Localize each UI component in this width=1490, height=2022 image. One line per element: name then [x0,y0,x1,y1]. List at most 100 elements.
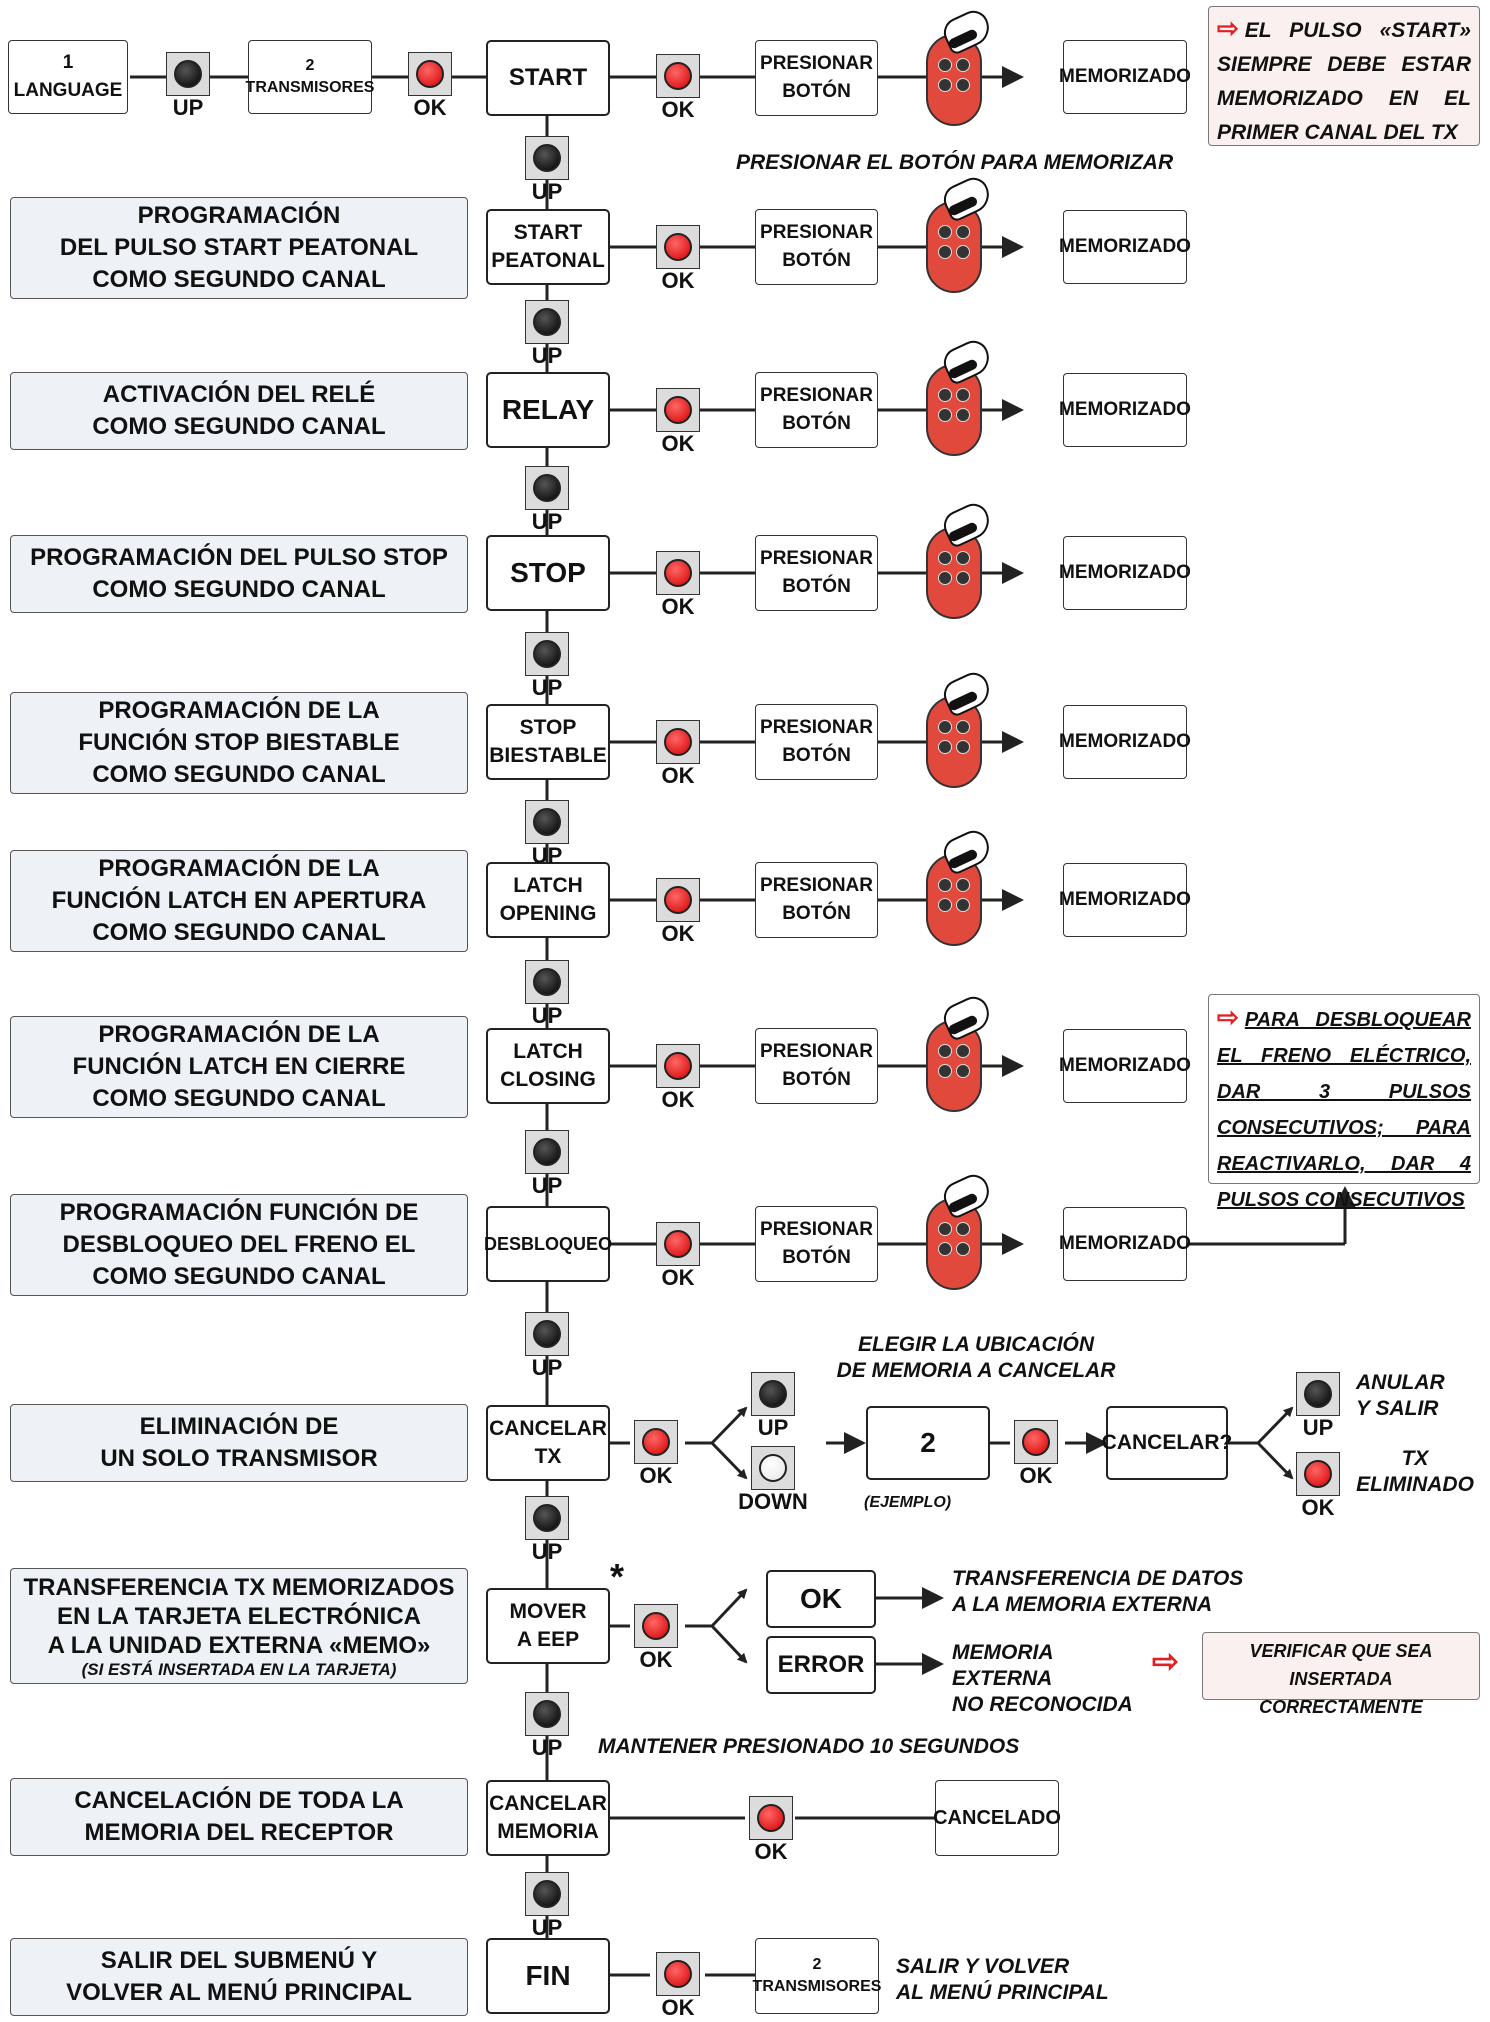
transmitters-number: 2 [305,57,315,74]
ok-label: OK [661,1995,695,2020]
up-button[interactable]: UP [525,1496,569,1564]
menu-line: TX [534,1445,562,1468]
ok-label: OK [661,921,695,946]
ok-button[interactable]: OK [634,1604,678,1672]
up-label: UP [531,1003,563,1028]
button-label: BOTÓN [782,81,851,102]
up-button[interactable]: UP [525,1312,569,1380]
ok-label: OK [661,594,695,619]
memorized-box: MEMORIZADO [1059,1029,1191,1103]
menu-line: LATCH [513,874,583,897]
ok-button[interactable]: OK [656,388,700,456]
remote-control-icon [918,5,996,128]
ok-button[interactable]: OK [656,720,700,788]
up-button[interactable]: UP [525,800,569,868]
ok-button[interactable]: OK [1296,1452,1340,1520]
arrow-right-icon: ⇨ [1217,13,1239,43]
ok-label: OK [661,763,695,788]
up-button[interactable]: UP [525,1692,569,1760]
menu-line: PEATONAL [491,249,605,272]
verify-line: INSERTADA CORRECTAMENTE [1259,1669,1423,1717]
up-button[interactable]: UP [525,466,569,534]
arrow-right-icon: ⇨ [1217,1002,1239,1032]
ok-button[interactable]: OK [656,54,700,122]
up-button[interactable]: UP [525,632,569,700]
menu-cancel-tx[interactable]: CANCELAR TX [486,1405,610,1481]
up-button[interactable]: UP [166,52,210,120]
ok-button[interactable]: OK [656,1044,700,1112]
menu-relay[interactable]: RELAY [486,372,610,448]
ok-button[interactable]: OK [656,878,700,946]
button-label: BOTÓN [782,1069,851,1090]
choose-line: ELEGIR LA UBICACIÓN [857,1333,1095,1356]
up-button[interactable]: UP [525,960,569,1028]
desc-line: PROGRAMACIÓN FUNCIÓN DE [59,1199,419,1226]
ok-label: OK [413,95,447,120]
menu-line: MEMORIA [497,1820,599,1843]
ok-label: OK [1301,1495,1335,1520]
button-label: BOTÓN [782,413,851,434]
menu-fin[interactable]: FIN [486,1938,610,2014]
error-text-line: MEMORIA EXTERNA [952,1641,1053,1690]
down-button[interactable]: DOWN [738,1446,808,1514]
menu-line: BIESTABLE [489,744,607,767]
up-button[interactable]: UP [1296,1372,1340,1440]
ok-button[interactable]: OK [408,52,452,120]
up-button[interactable]: UP [525,136,569,204]
ok-button[interactable]: OK [634,1420,678,1488]
press-button-box: PRESIONAR BOTÓN [755,862,878,938]
press-label: PRESIONAR [760,1041,873,1062]
memorized-label: MEMORIZADO [1059,399,1191,420]
transmitters-box: 2 TRANSMISORES [246,40,374,114]
desc-line: TRANSFERENCIA TX MEMORIZADOS [23,1573,455,1601]
function-desc: PROGRAMACIÓN FUNCIÓN DE DESBLOQUEO DEL FR… [10,1194,468,1296]
delete-one-desc: ELIMINACIÓN DE UN SOLO TRANSMISOR [10,1404,468,1482]
press-label: PRESIONAR [760,1219,873,1240]
desc-line: ACTIVACIÓN DEL RELÉ [102,381,376,408]
error-text-line: NO RECONOCIDA [952,1693,1133,1716]
ok-button[interactable]: OK [1014,1420,1058,1488]
desc-line: A LA UNIDAD EXTERNA «MEMO» [47,1631,431,1659]
menu-line: MOVER [509,1600,587,1623]
button-label: BOTÓN [782,576,851,597]
press-label: PRESIONAR [760,875,873,896]
menu-cancel-memory[interactable]: CANCELAR MEMORIA [486,1780,610,1856]
menu-stop[interactable]: STOP [486,535,610,611]
press-label: PRESIONAR [760,548,873,569]
memorized-box: MEMORIZADO [1059,863,1191,937]
desc-line: DESBLOQUEO DEL FRENO EL [62,1231,416,1258]
memorized-label: MEMORIZADO [1059,1233,1191,1254]
menu-line: CLOSING [500,1068,596,1091]
button-label: BOTÓN [782,903,851,924]
up-label: UP [531,1735,563,1760]
menu-start[interactable]: START [486,40,610,116]
up-button[interactable]: UP [525,1872,569,1940]
up-label: UP [531,179,563,204]
choose-line: DE MEMORIA A CANCELAR [836,1359,1116,1382]
up-button[interactable]: UP [751,1372,795,1440]
button-label: BOTÓN [782,250,851,271]
menu-move-eep[interactable]: MOVER A EEP [486,1588,610,1664]
language-box: 1 LANGUAGE [8,40,128,114]
press-label: PRESIONAR [760,385,873,406]
memorized-box: MEMORIZADO [1059,536,1191,610]
up-button[interactable]: UP [525,300,569,368]
up-button[interactable]: UP [525,1130,569,1198]
exit-text-line: AL MENÚ PRINCIPAL [896,1981,1109,2004]
desc-line: MEMORIA DEL RECEPTOR [84,1819,394,1846]
ok-button[interactable]: OK [656,1222,700,1290]
ok-button[interactable]: OK [656,1952,700,2020]
menu-desbloqueo[interactable]: DESBLOQUEO [484,1206,612,1282]
confirm-label: CANCELAR? [1101,1431,1233,1454]
ok-button[interactable]: OK [749,1796,793,1864]
ok-button[interactable]: OK [656,225,700,293]
exit-text: SALIR Y VOLVER AL MENÚ PRINCIPAL [896,1954,1136,2006]
ok-button[interactable]: OK [656,551,700,619]
